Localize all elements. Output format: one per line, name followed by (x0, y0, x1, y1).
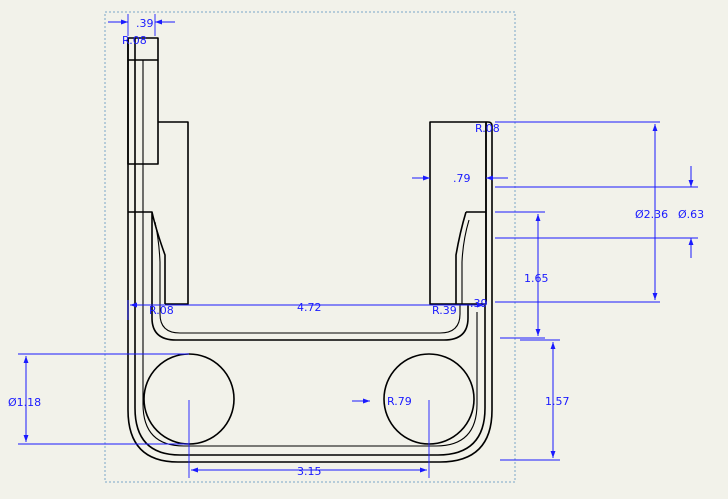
dim-bottom-height: 1.57 (545, 395, 570, 408)
left-lower-block (128, 211, 166, 304)
right-block (429, 121, 487, 305)
inner-channel-inner (159, 304, 461, 334)
dim-right-circle-radius: R.79 (387, 395, 412, 408)
dim-hole-diameter: Ø2.36 (635, 208, 668, 221)
dim-top-radius: R.08 (122, 34, 147, 47)
view-frame (104, 11, 516, 483)
dim-right-radius: R.08 (475, 122, 500, 135)
outer-inner-offset (134, 38, 486, 456)
dim-slot-height: 1.65 (524, 272, 549, 285)
outer-outline (127, 38, 493, 463)
dim-circle-spacing: 3.15 (297, 465, 322, 478)
right-inner-bevel-2 (461, 219, 470, 304)
dimensions: .39 R.08 R.08 .79 Ø2.36 Ø.63 1.65 4.72 R… (8, 14, 704, 478)
left-lower-bevel (154, 221, 161, 304)
inner-offset-2 (142, 60, 478, 447)
dim-right-offset: .39 (470, 297, 488, 310)
dim-left-circle-diameter: Ø1.18 (8, 396, 41, 409)
dim-right-inner-radius: R.39 (432, 304, 457, 317)
dim-pin-diameter: Ø.63 (678, 208, 704, 221)
part-geometry (127, 37, 493, 463)
dim-top-width: .39 (136, 17, 154, 30)
left-upright-top (127, 37, 159, 165)
inner-channel-outer (151, 304, 469, 341)
dim-slot-width: .79 (453, 172, 471, 185)
dim-inner-width: 4.72 (297, 301, 322, 314)
right-inner-bevel (455, 211, 486, 304)
dim-left-inner-radius: R.08 (149, 304, 174, 317)
left-boss (158, 121, 189, 305)
